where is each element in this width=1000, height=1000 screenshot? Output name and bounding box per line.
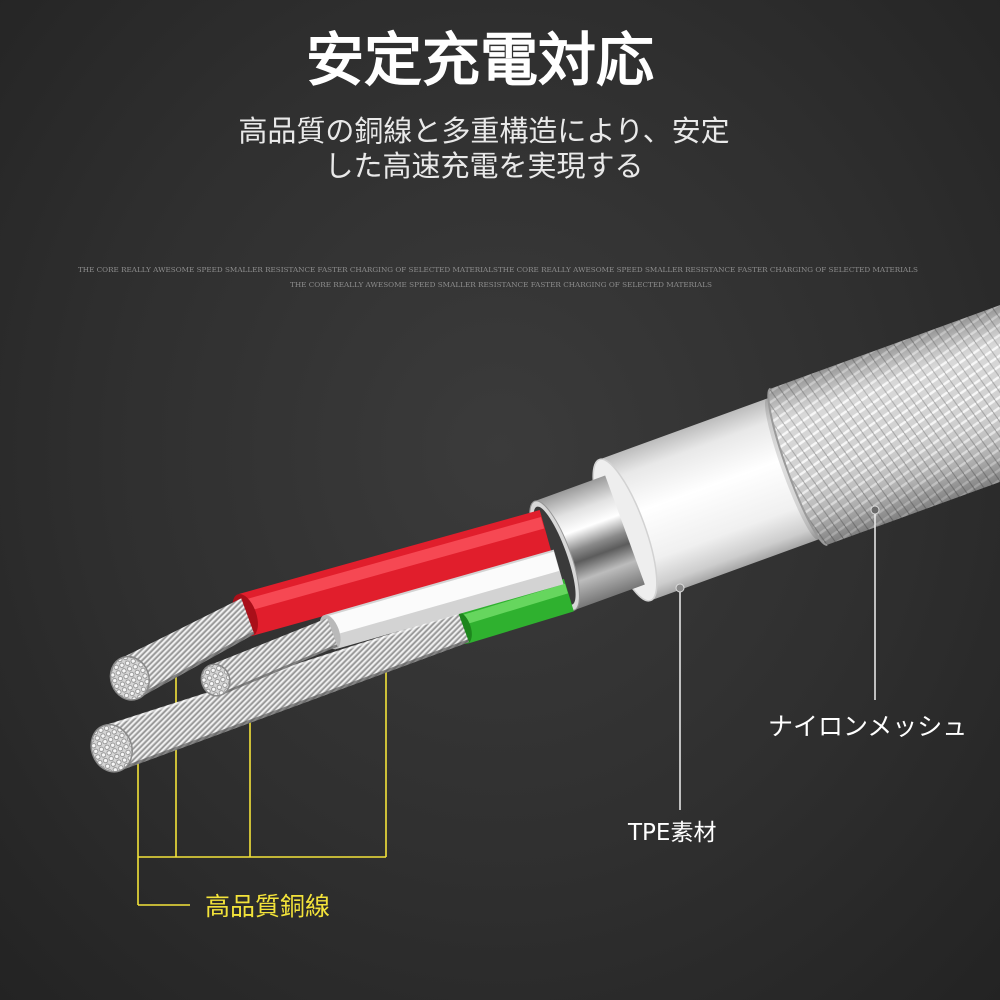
copper-wire-label: 高品質銅線 [205, 892, 331, 921]
tagline-line-2: THE CORE REALLY AWESOME SPEED SMALLER RE… [290, 281, 712, 289]
strand-end-face [109, 655, 150, 701]
cable [90, 192, 1000, 773]
strand-end-face [200, 663, 231, 697]
subtitle-line-2: した高速充電を実現する [324, 149, 644, 183]
tpe-material-label: TPE素材 [628, 820, 717, 846]
subtitle: 高品質の銅線と多重構造により、安定 した高速充電を実現する [184, 114, 784, 184]
tpe-callout-line [675, 583, 685, 810]
page-title: 安定充電対応 [305, 26, 654, 94]
copper-strand-green [90, 612, 469, 773]
nylon-mesh-jacket [767, 192, 1000, 546]
tagline-line-1: THE CORE REALLY AWESOME SPEED SMALLER RE… [78, 266, 918, 274]
strand-end-face [90, 723, 133, 773]
nylon-mesh-callout-dot [870, 505, 880, 515]
copper-strand-white [200, 618, 338, 697]
nylon-mesh-callout-line [870, 505, 880, 700]
copper-callout-lines [137, 640, 387, 906]
copper-strand-red [109, 598, 255, 701]
subtitle-line-1: 高品質の銅線と多重構造により、安定 [238, 114, 730, 148]
tpe-callout-dot [675, 583, 685, 593]
nylon-mesh-label: ナイロンメッシュ [768, 712, 968, 741]
